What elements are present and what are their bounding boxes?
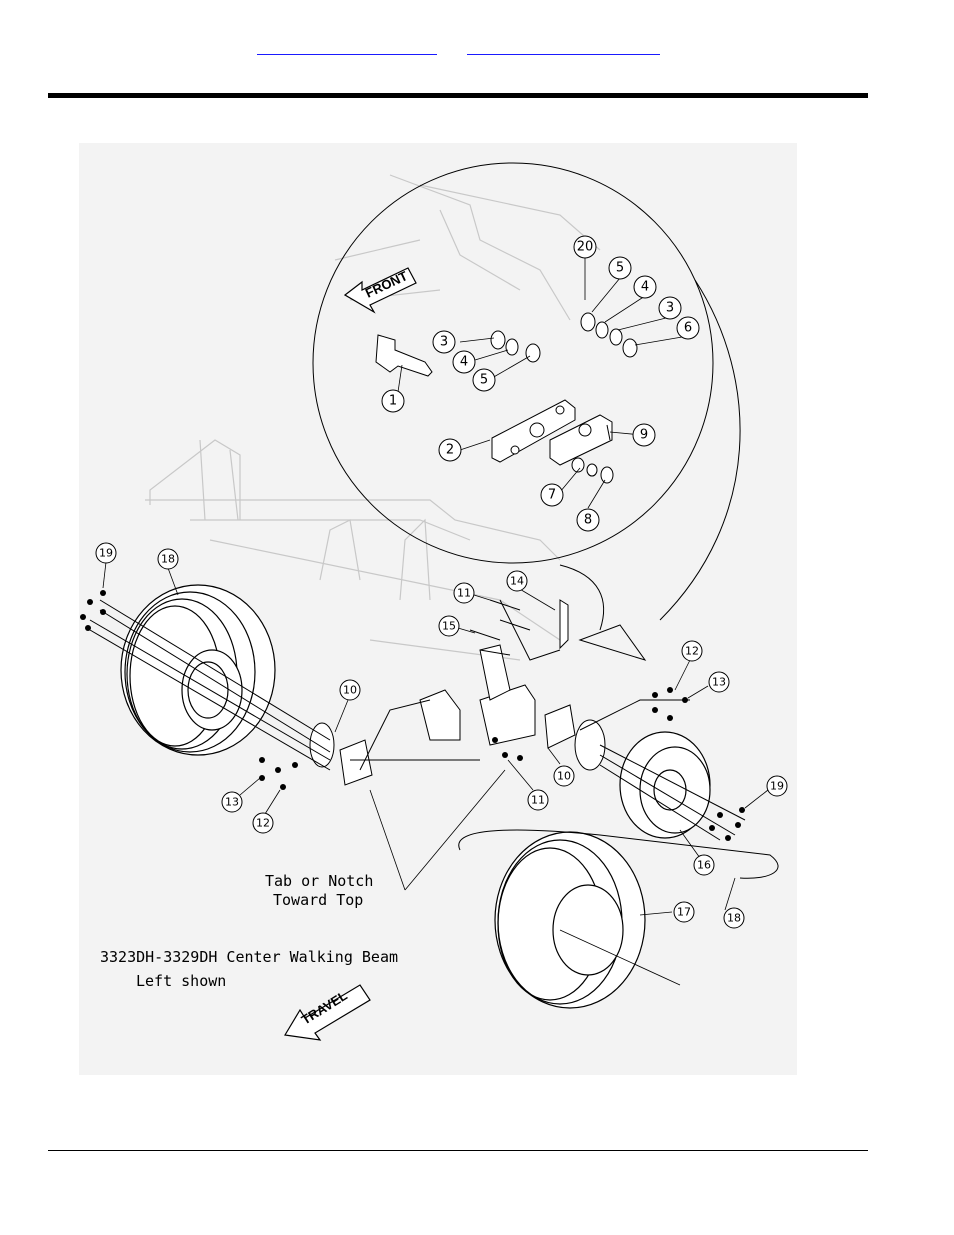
callout-label: 17	[677, 906, 691, 919]
callout-label: 3	[440, 335, 448, 350]
callout-label: 18	[161, 553, 175, 566]
callout-label: 14	[510, 575, 524, 588]
caption-title: 3323DH-3329DH Center Walking Beam	[100, 948, 398, 966]
callout-label: 13	[225, 796, 239, 809]
callout-label: 18	[727, 912, 741, 925]
callout-label: 12	[685, 645, 699, 658]
front-arrow: FRONT	[345, 268, 416, 312]
caption-subtitle: Left shown	[136, 972, 226, 990]
callout-label: 7	[548, 488, 556, 503]
callout-label: 5	[616, 261, 624, 276]
callout-label: 20	[577, 240, 594, 255]
callout-label: 3	[666, 301, 674, 316]
callout-label: 19	[99, 547, 113, 560]
callout-label: 5	[480, 373, 488, 388]
callout-label: 6	[684, 321, 692, 336]
callout-label: 11	[531, 794, 545, 807]
right-tire	[495, 832, 645, 1008]
callout-label: 11	[457, 587, 471, 600]
callout-label: 15	[442, 620, 456, 633]
callout-label: 2	[446, 443, 454, 458]
travel-arrow: TRAVEL	[285, 985, 370, 1040]
callout-label: 9	[640, 428, 648, 443]
tab-note-line-2: Toward Top	[273, 891, 363, 909]
callout-label: 10	[343, 684, 357, 697]
callout-label: 4	[641, 280, 649, 295]
callout-label: 4	[460, 355, 468, 370]
figure-notes: Tab or Notch Toward Top 3323DH-3329DH Ce…	[100, 872, 398, 990]
callout-label: 1	[389, 394, 397, 409]
callout-label: 10	[557, 770, 571, 783]
callout-label: 12	[256, 817, 270, 830]
callout-label: 13	[712, 676, 726, 689]
callout-label: 19	[770, 780, 784, 793]
tab-note-line-1: Tab or Notch	[265, 872, 373, 890]
footer-rule	[48, 1150, 868, 1151]
callout-label: 8	[584, 513, 592, 528]
detail-parts	[376, 313, 637, 483]
detail-circle	[313, 163, 740, 660]
right-rim	[620, 732, 710, 838]
callout-label: 16	[697, 859, 711, 872]
